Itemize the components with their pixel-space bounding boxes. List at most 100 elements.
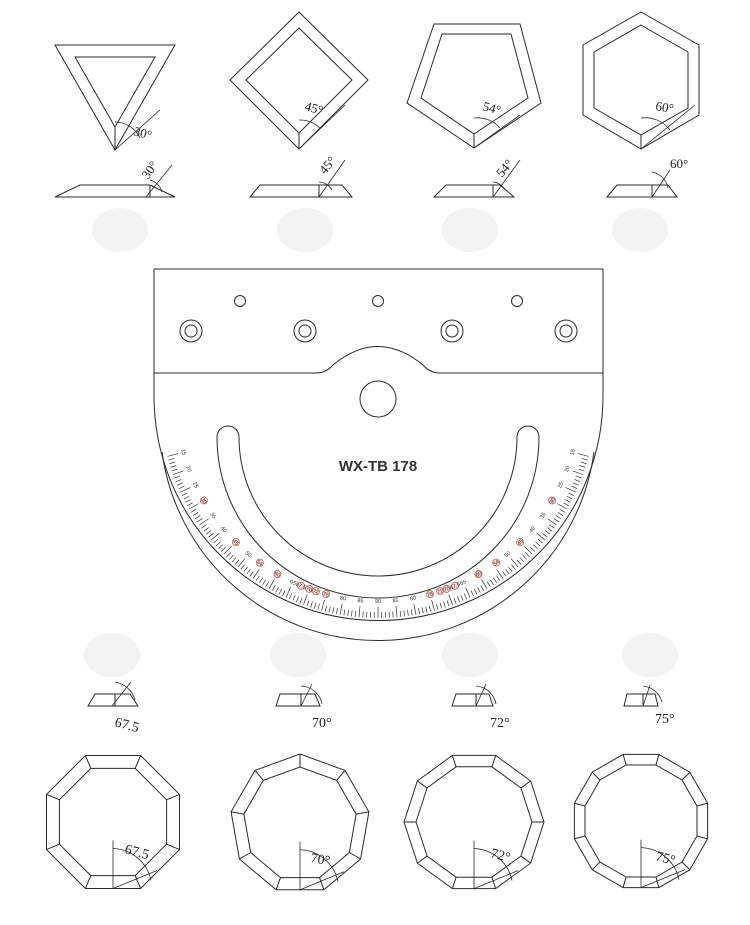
nonagon-outer-edge	[230, 753, 370, 891]
scale-tick	[460, 595, 464, 601]
scale-tick	[436, 603, 439, 610]
scale-tick	[278, 588, 283, 595]
scale-tick	[183, 495, 190, 500]
scale-tick	[199, 518, 209, 526]
nonagon-corner-line	[254, 770, 264, 781]
dodecagon-corner-line	[681, 771, 691, 781]
scale-label: 45	[517, 539, 526, 548]
highlight-mark	[442, 584, 451, 593]
dodecagon-corner-line	[681, 861, 691, 871]
nonagon-corner-line	[239, 852, 251, 860]
octagon-corner-line	[134, 755, 142, 769]
miter-gauge-tool: WX-TB 178 152025303540455054606567.57072…	[153, 268, 604, 641]
octagon-67-5-diagram: 67.5	[46, 755, 180, 889]
scale-tick	[547, 527, 553, 532]
scale-tick	[187, 502, 193, 506]
scale-tick	[324, 605, 328, 612]
nonagon-bevel-angle: 70°	[312, 716, 332, 731]
octagon-angle-ray	[112, 870, 158, 889]
scale-tick	[421, 607, 424, 614]
square-bevel-profile: 45°	[248, 153, 354, 198]
scale-label: 75	[322, 591, 329, 598]
scale-tick	[246, 569, 251, 575]
scale-tick	[218, 544, 224, 549]
scale-tick	[403, 610, 405, 617]
scale-label: 45	[231, 539, 240, 548]
scale-tick	[339, 603, 343, 615]
scale-tick	[180, 487, 191, 493]
scale-tick	[272, 585, 276, 591]
scale-tick	[536, 532, 546, 541]
dodecagon-75-diagram: 75°	[573, 753, 709, 889]
scale-tick	[573, 482, 579, 486]
scale-tick	[473, 588, 478, 595]
scale-tick	[557, 503, 567, 510]
nonagon-angle-ray	[299, 871, 345, 891]
scale-tick	[255, 575, 260, 581]
scale-tick	[310, 601, 313, 608]
scale-tick	[317, 603, 320, 610]
scale-label: 85	[357, 598, 364, 605]
dodecagon-angle-ray	[640, 869, 686, 889]
decagon-corner-line	[417, 780, 428, 789]
scale-tick	[530, 547, 536, 552]
hexagon-60-diagram: 60°	[582, 11, 700, 150]
scale-tick	[275, 587, 279, 593]
scale-label: 60	[273, 571, 281, 579]
scale-label: 72	[312, 588, 320, 596]
scale-tick	[229, 554, 234, 560]
nonagon-corner-line	[319, 877, 325, 890]
dodecagon-corner-line	[622, 876, 627, 888]
scale-tick	[170, 465, 177, 468]
octagon-angle-arc	[112, 848, 152, 881]
scale-tick	[486, 581, 491, 588]
scale-tick	[448, 594, 453, 605]
scale-tick	[493, 577, 498, 584]
scale-tick	[525, 552, 530, 558]
scale-tick	[519, 557, 525, 563]
scale-tick	[174, 475, 181, 479]
dodecagon-inner-edge	[584, 764, 698, 878]
highlight-mark	[548, 496, 556, 505]
nonagon-bevel-profile: 70°	[275, 683, 332, 731]
octagon-corner-line	[134, 875, 142, 889]
scale-tick	[490, 579, 494, 586]
scale-tick	[173, 470, 184, 475]
scale-tick	[303, 594, 308, 605]
decagon-polygon-angle: 72°	[489, 846, 512, 866]
scale-tick	[358, 606, 361, 618]
highlight-mark	[322, 590, 330, 599]
scale-tick	[439, 602, 443, 609]
scale-tick	[535, 541, 541, 547]
nonagon-angle-arc	[299, 849, 339, 882]
nonagon-corner-line	[356, 811, 370, 815]
scale-tick	[313, 602, 317, 609]
octagon-bevel-angle: 67.5	[113, 715, 141, 736]
scale-label: 67.5	[449, 582, 461, 592]
scale-tick	[265, 581, 270, 588]
scale-tick	[575, 475, 582, 479]
scale-label: 15	[569, 449, 576, 456]
scale-tick	[268, 579, 275, 589]
scale-tick	[505, 569, 510, 575]
scale-label: 65	[289, 579, 297, 587]
pentagon-54-diagram: 54°	[406, 23, 542, 149]
highlight-mark	[297, 581, 305, 590]
octagon-corner-line	[166, 793, 180, 801]
scale-tick	[565, 487, 576, 493]
decagon-corner-line	[451, 877, 457, 889]
highlight-mark	[492, 558, 501, 567]
scale-label: 54	[255, 559, 263, 567]
scale-tick	[577, 453, 589, 457]
scale-tick	[220, 547, 226, 552]
scale-label: 65	[459, 579, 467, 587]
dodecagon-corner-line	[574, 835, 586, 840]
scale-label: 85	[392, 598, 399, 605]
scale-tick	[425, 606, 428, 613]
scale-tick	[223, 546, 232, 555]
scale-tick	[481, 579, 488, 589]
scale-tick	[201, 524, 207, 529]
decagon-outer-edge	[403, 754, 545, 890]
